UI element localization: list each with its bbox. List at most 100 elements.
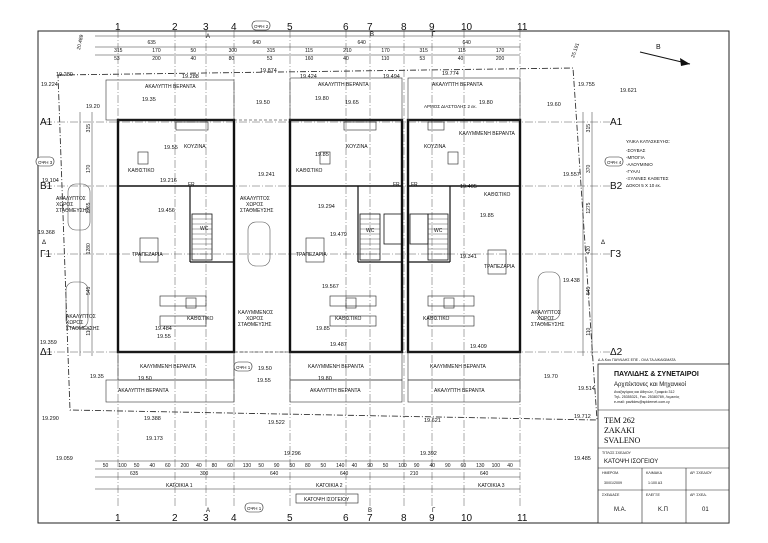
firm-contact: Τηλ. 25355321, Fax. 25380789, Λεμεσός <box>614 395 680 399</box>
sheet-no-label: ΑΡ. ΣΧΕΔ. <box>690 493 707 497</box>
view-tag-right: ΟΨΗ 4 <box>604 156 624 167</box>
level-marker: 19.296 <box>284 451 301 457</box>
dim-top-detail: 115 <box>305 48 313 54</box>
grid-column-label: 6 <box>343 513 349 524</box>
sitting-label-3: ΚΑΘΙΣΤΙΚΟ <box>484 192 511 198</box>
materials-item: -ΞΥΛΙΝΕΣ ΚΑΘΕΤΕΣ <box>626 176 669 181</box>
dim-top-detail2: 160 <box>305 56 314 62</box>
dim-left: 315 <box>86 124 92 133</box>
unit-1-outline <box>116 118 236 354</box>
grid-column-label: 11 <box>517 22 528 33</box>
materials-note: ΥΛΙΚΑ ΚΑΤΑΣΚΕΥΗΣ: -ΣΟΥΒΑΣ -ΜΠΟΓΙΑ -ΑΛΟΥΜ… <box>626 139 670 188</box>
grid-column-label: 4 <box>231 513 237 524</box>
materials-title: ΥΛΙΚΑ ΚΑΤΑΣΚΕΥΗΣ: <box>626 139 670 144</box>
level-marker: 19.288 <box>182 74 199 80</box>
level-marker: 19.241 <box>258 172 275 178</box>
grid-column-label: 11 <box>517 513 528 524</box>
level-marker: 19.494 <box>383 74 400 80</box>
view-tag-mid-label: ΟΨΗ 1 <box>236 365 251 370</box>
dim-top-detail2: 40 <box>190 56 196 62</box>
dim-top-detail: 315 <box>420 48 429 54</box>
dim-bottom-detail: 80 <box>305 463 311 469</box>
level-marker: 19.522 <box>268 420 285 426</box>
dim-bottom-detail: 100 <box>492 463 501 469</box>
level-marker: 19.80 <box>318 376 332 382</box>
level-marker: 19.557 <box>563 172 580 178</box>
parking-open-mid-1: ΑΚΑΛΥΠΤΟΣ <box>240 196 270 202</box>
dim-top-detail: 315 <box>114 48 123 54</box>
firm-profession: Αρχιτέκτονες και Μηχανικοί <box>614 381 687 388</box>
dim-left: 545 <box>86 286 92 295</box>
top-dimension-chain <box>95 35 520 56</box>
veranda-label-1: ΑΚΑΛΥΠΤΗ ΒΕΡΑΝΤΑ <box>145 84 196 90</box>
level-marker: 19.484 <box>155 326 172 332</box>
left-dimension-chain <box>79 112 93 356</box>
grid-column-label: 10 <box>461 22 473 33</box>
dim-top-detail2: 200 <box>496 56 505 62</box>
grid-column-label: 7 <box>367 22 373 33</box>
dim-top-detail: 170 <box>381 48 390 54</box>
dim-top-detail2: 53 <box>420 56 426 62</box>
dim-bottom-detail: 50 <box>289 463 295 469</box>
level-marker: 19.774 <box>442 71 459 77</box>
dim-bottom-detail: 60 <box>165 463 171 469</box>
section-mark-a-bottom: A <box>206 508 210 514</box>
level-marker: 19.405 <box>460 184 477 190</box>
level-marker: 19.479 <box>330 232 347 238</box>
bottom-dimension-chain <box>95 460 520 490</box>
sitting-lower-label-1: ΚΑΘΙΣΤΙΚΟ <box>187 316 214 322</box>
covered-veranda-label-2: ΚΑΛΥΜΜΕΝΗ ΒΕΡΑΝΤΑ <box>308 364 365 370</box>
dim-top-detail2: 53 <box>267 56 273 62</box>
parking-open-mid-3: ΣΤΑΘΜΕΥΣΗΣ <box>240 208 274 214</box>
parking-covered-mid-1: ΚΑΛΥΜΜΕΝΟΣ <box>238 310 273 316</box>
dining-label-2: ΤΡΑΠΕΖΑΡΙΑ <box>296 252 327 258</box>
grid-column-label: 8 <box>401 22 407 33</box>
parking-covered-mid-2: ΧΩΡΟΣ <box>246 316 263 322</box>
grid-column-label: 2 <box>172 22 178 33</box>
level-marker: 19.485 <box>574 456 591 462</box>
dim-bottom-total: 210 <box>410 471 419 477</box>
dim-top-detail2: 110 <box>381 56 389 62</box>
level-marker: 19.514 <box>578 386 595 392</box>
parking-open-left-1: ΑΚΑΛΥΠΤΟΣ <box>56 196 86 202</box>
level-marker: 19.567 <box>322 284 339 290</box>
level-marker: 19.456 <box>158 208 175 214</box>
level-marker: 19.059 <box>56 456 73 462</box>
level-marker: 19.20 <box>86 104 100 110</box>
veranda-label-3: ΑΚΑΛΥΠΤΗ ΒΕΡΑΝΤΑ <box>432 82 483 88</box>
grid-row-label: A1 <box>610 117 623 128</box>
dim-top-detail2: 200 <box>152 56 161 62</box>
dim-bottom-detail: 40 <box>196 463 202 469</box>
dim-top-detail: 50 <box>190 48 196 54</box>
dim-top-detail: 300 <box>229 48 238 54</box>
right-slope-dim: 25.191 <box>570 42 581 59</box>
level-marker: 19.487 <box>330 342 347 348</box>
dim-bottom-detail: 50 <box>258 463 264 469</box>
parking-open-mid-2: ΧΩΡΟΣ <box>246 202 263 208</box>
level-marker: 19.621 <box>424 418 441 424</box>
sheet-no-value: 01 <box>702 507 709 513</box>
view-tag-bottom: ΟΨΗ 1 <box>244 502 264 513</box>
sheet-title-label: ΤΙΤΛΟΣ ΣΧΕΔΙΟΥ <box>602 451 632 455</box>
level-marker: 19.50 <box>258 366 272 372</box>
dim-bottom-detail: 50 <box>103 463 109 469</box>
grid-row-label: Δ2 <box>610 347 623 358</box>
level-marker: 19.70 <box>544 374 558 380</box>
sheet-border <box>37 30 730 524</box>
covered-veranda-top-3: ΚΑΛΥΜΜΕΝΗ ΒΕΡΑΝΤΑ <box>459 131 516 137</box>
level-marker: 19.35 <box>142 97 156 103</box>
materials-item: -ΣΟΥΒΑΣ <box>626 148 646 153</box>
grid-column-label: 9 <box>429 513 435 524</box>
dim-top-detail: 115 <box>458 48 466 54</box>
dim-left: 170 <box>86 164 92 173</box>
level-markers: 19.280 19.224 19.288 19.874 19.424 19.49… <box>38 68 637 462</box>
drawing-no-label: ΑΡ. ΣΧΕΔΙΟΥ <box>690 471 712 475</box>
grid-column-label: 10 <box>461 513 473 524</box>
materials-item: -ΜΠΟΓΙΑ <box>626 155 645 160</box>
level-marker: 19.755 <box>578 82 595 88</box>
level-marker: 19.409 <box>470 344 487 350</box>
dim-bottom-detail: 100 <box>398 463 407 469</box>
house-label-2: ΚΑΤΟΙΚΙΑ 2 <box>316 483 343 489</box>
